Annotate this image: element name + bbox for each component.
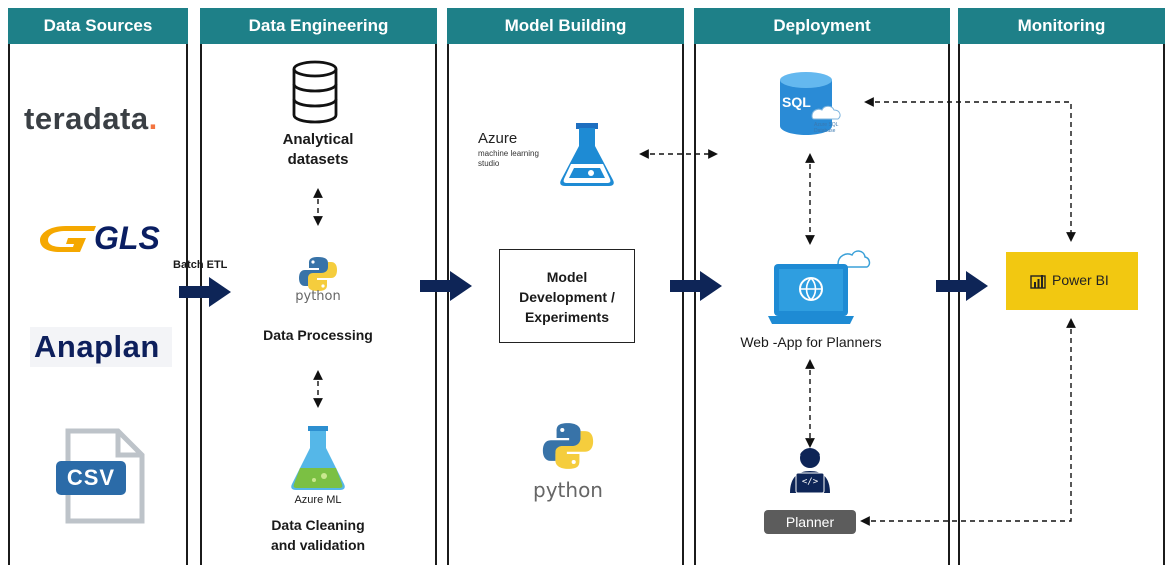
sql-text: SQL [782, 94, 811, 110]
python-text: python [295, 289, 341, 304]
azure-sql-database-logo: SQL Azure SQL Database [774, 68, 844, 148]
planner-badge: Planner [764, 510, 856, 534]
anaplan-logo: Anaplan [30, 327, 172, 367]
model-development-box: Model Development / Experiments [499, 249, 635, 343]
anaplan-logo-text: Anaplan [34, 329, 160, 364]
header-monitoring: Monitoring [958, 8, 1165, 44]
header-data-engineering: Data Engineering [200, 8, 437, 44]
csv-file-icon: CSV [48, 427, 148, 525]
azure-ml-studio-logo: Azure machine learning studio [478, 118, 628, 188]
header-data-sources: Data Sources [8, 8, 188, 44]
azure-ml-label: Azure ML [294, 494, 342, 506]
data-cleaning-label: Data Cleaning and validation [270, 517, 366, 553]
azure-subtitle-2: studio [478, 159, 500, 168]
model-development-label: Model Development / Experiments [519, 269, 615, 325]
python-icon [299, 257, 337, 291]
gls-swoosh-icon [40, 226, 96, 252]
azure-flask-icon [560, 123, 614, 186]
sql-database-icon [780, 72, 841, 135]
data-processing-label: Data Processing [263, 327, 373, 343]
azure-subtitle-1: machine learning [478, 149, 539, 158]
csv-label: CSV [66, 465, 116, 490]
database-icon [292, 60, 338, 124]
azure-title: Azure [478, 130, 518, 147]
web-app-label: Web -App for Planners [740, 334, 882, 350]
python-icon-large [542, 423, 594, 469]
python-logo-engineering: python [283, 253, 353, 313]
python-logo-modeling: python [528, 418, 608, 508]
planner-label: Planner [785, 514, 835, 530]
laptop-cloud-icon [768, 250, 871, 324]
power-bi-label: Power BI [1052, 272, 1109, 288]
analytical-datasets-label: Analytical datasets [282, 131, 354, 168]
teradata-logo: teradata. [24, 101, 158, 137]
header-model-building: Model Building [447, 8, 684, 44]
web-app-logo [768, 246, 872, 328]
flow-arrow-sources [179, 277, 231, 307]
teradata-dot: . [148, 101, 158, 136]
batch-etl-label: Batch ETL [173, 259, 228, 271]
connector-sql-powerbi [864, 97, 1076, 242]
code-symbol: </> [801, 477, 819, 487]
sql-caption: Azure SQL Database [814, 122, 839, 134]
planner-user-icon: </> [788, 447, 832, 495]
python-text-large: python [533, 478, 603, 502]
teradata-logo-text: teradata [24, 101, 149, 136]
column-data-sources: Data Sources [8, 8, 188, 565]
connector-powerbi-planner [860, 318, 1076, 526]
flow-arrow-modeling [670, 271, 722, 301]
azure-ml-flask-icon [291, 426, 345, 490]
power-bi-tile: Power BI [1006, 252, 1138, 310]
power-bi-icon [1030, 275, 1046, 289]
gls-logo-text: GLS [94, 220, 160, 256]
flow-arrow-deployment [936, 271, 988, 301]
gls-logo: GLS [36, 218, 166, 258]
header-deployment: Deployment [694, 8, 950, 44]
flow-arrow-engineering [420, 271, 472, 301]
